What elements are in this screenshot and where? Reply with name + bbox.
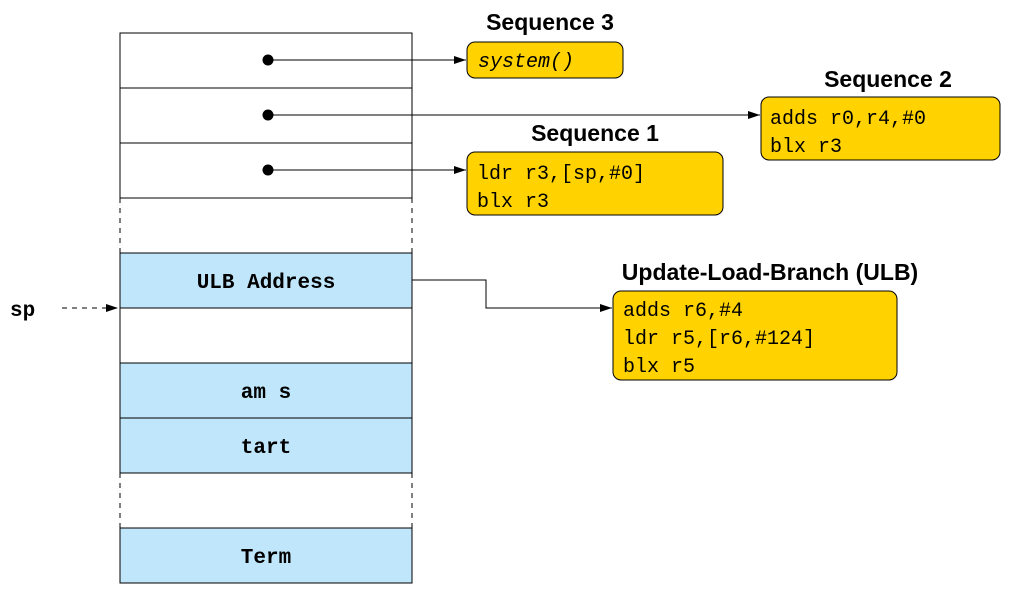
sequence-1-title: Sequence 1 — [531, 120, 659, 146]
stack-cell-empty — [119, 307, 413, 364]
sp-label: sp — [10, 300, 35, 323]
sequence-1-line-1: ldr r3,[sp,#0] — [477, 163, 645, 186]
sequence-3-title: Sequence 3 — [486, 9, 614, 35]
stack-cell-term-label: Term — [241, 547, 291, 570]
sequence-3-box — [466, 41, 624, 79]
stack-cell-ulb-address — [119, 252, 413, 309]
ulb-line-1: adds r6,#4 — [623, 300, 743, 323]
ulb-line-2: ldr r5,[r6,#124] — [623, 328, 815, 351]
stack-cell-ams-label: am s — [241, 382, 291, 405]
ulb-box — [612, 290, 898, 381]
sequence-2-line-1: adds r0,r4,#0 — [770, 108, 926, 131]
ulb-title: Update-Load-Branch (ULB) — [622, 259, 918, 285]
stack-cell-ams — [119, 362, 413, 419]
stack-cell-tart — [119, 417, 413, 474]
ulb-line-3: blx r5 — [623, 356, 695, 379]
sequence-1-box — [466, 151, 724, 216]
sequence-2-title: Sequence 2 — [824, 66, 952, 92]
sequence-3-line-1: system() — [478, 51, 574, 74]
sequence-2-box — [760, 96, 1001, 161]
sequence-2-line-2: blx r3 — [770, 136, 842, 159]
stack-cell-term — [119, 527, 413, 584]
stack-cell-tart-label: tart — [241, 437, 291, 460]
arrow-to-ulb — [412, 279, 612, 312]
sequence-1-line-2: blx r3 — [477, 191, 549, 214]
stack-cell-ulb-address-label: ULB Address — [197, 272, 336, 295]
